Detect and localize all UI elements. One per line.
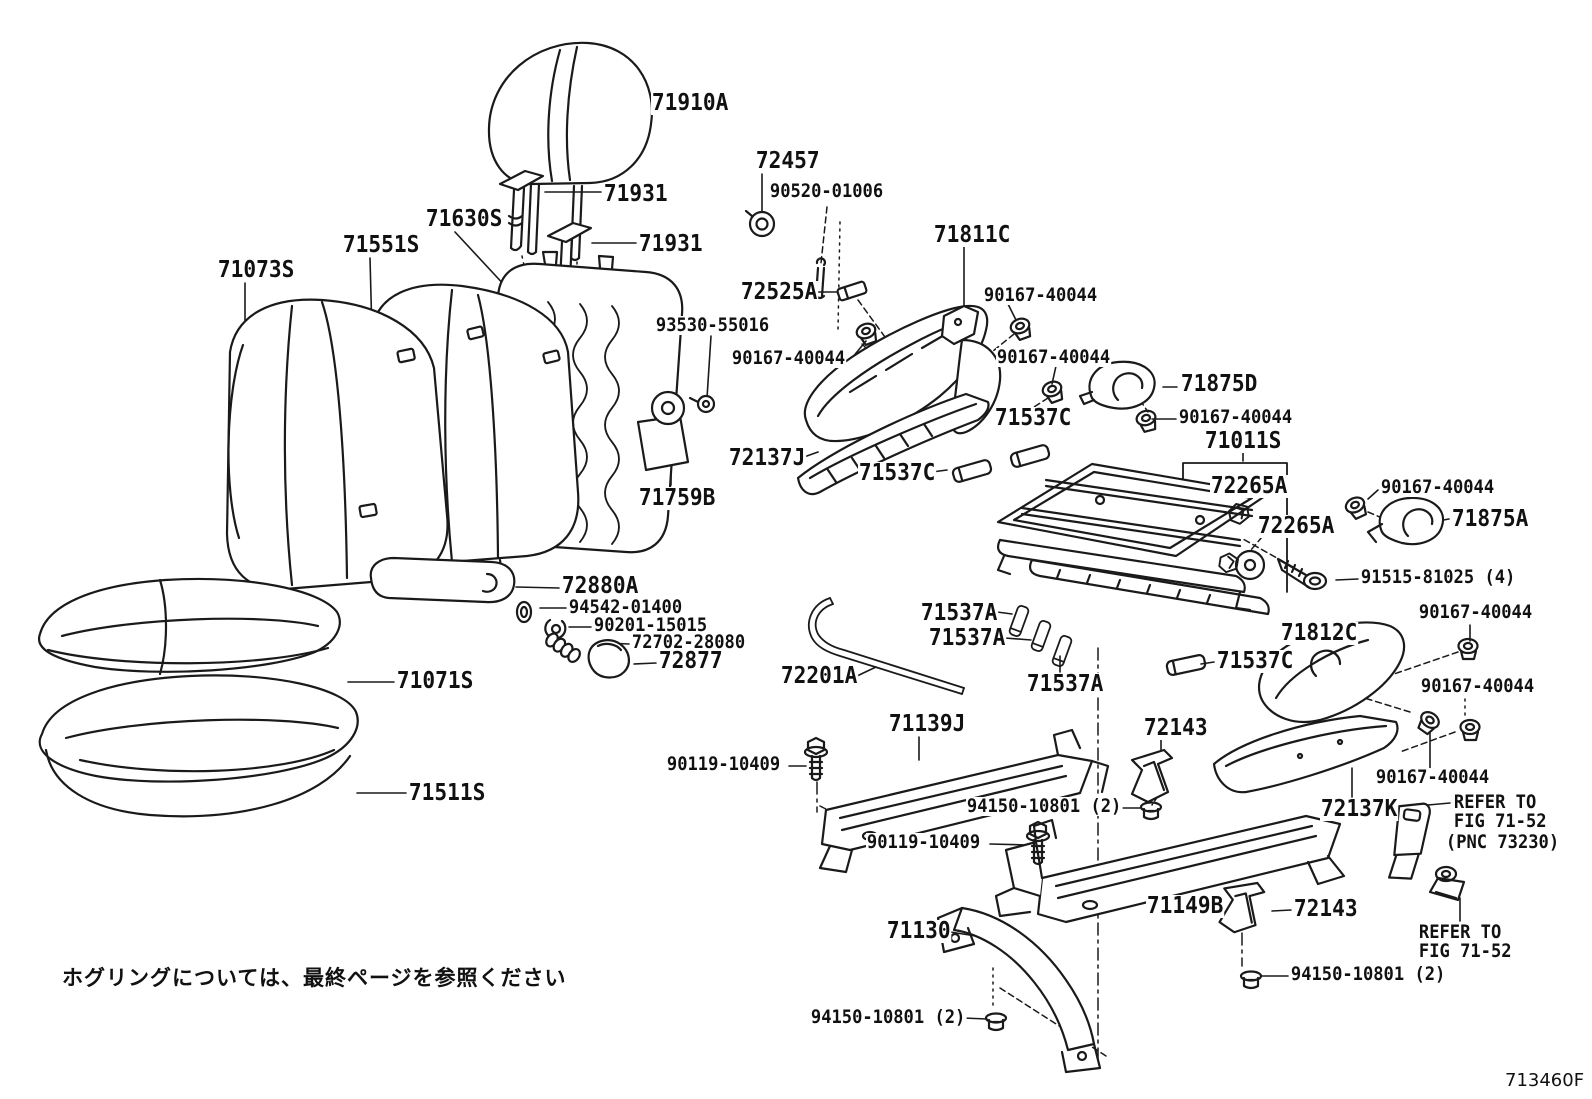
part-label: 72702-28080 [631,631,747,653]
hinge-cap-drawing [1078,360,1445,546]
torsion-bar-drawing [808,597,965,695]
belt-buckle-drawing [1388,802,1466,902]
part-label: 90167-40044 [1418,601,1534,623]
part-label: 72265A [1210,473,1289,499]
crossmember-drawing [936,906,1102,1074]
part-label: 90167-40044 [1178,406,1294,428]
part-label: 71812C [1280,620,1359,646]
part-label: 90167-40044 [983,284,1099,306]
seat-adjuster-drawing [996,462,1270,616]
part-label: FIG 71-52 [1418,940,1513,962]
part-label: 93530-55016 [655,314,771,336]
part-label: 90520-01006 [769,180,885,202]
figure-code: 713460F [1505,1070,1585,1091]
part-label: 90167-40044 [996,346,1112,368]
armrest-drawing [369,556,630,679]
hog-ring-footnote: ホグリングについては、最終ページを参照ください [62,966,567,990]
part-label: 71537A [920,600,999,626]
part-label: 72457 [755,148,821,174]
part-label: 71759B [638,485,717,511]
part-label: 90201-15015 [593,614,709,636]
part-label: 71811C [933,222,1012,248]
part-label: 72525A [740,279,819,305]
part-label: 94150-10801 (2) [966,795,1123,817]
part-label: 71537C [1216,648,1295,674]
part-label: 72137K [1320,796,1399,822]
part-label: 71875D [1180,371,1259,397]
rail-inner-drawing [818,728,1110,874]
front-cover-drawing [1212,714,1399,794]
bracket-72143-drawing [1130,748,1266,934]
part-label: 91515-81025 (4) [1360,566,1517,588]
centerlines [816,647,1243,1063]
part-label: 71537C [858,460,937,486]
part-label: 90167-40044 [1375,766,1491,788]
part-label: 90167-40044 [1380,476,1496,498]
part-label: 71071S [396,668,475,694]
part-label: 71875A [1451,506,1530,532]
part-label: (PNC 73230) [1445,831,1561,853]
part-label: 71931 [638,231,704,257]
part-label: 71551S [342,232,421,258]
part-label: 90119-10409 [666,753,782,775]
fastener-glyphs [688,280,1481,1032]
part-label: 71630S [425,206,504,232]
part-label: 72137J [728,445,807,471]
part-label: 94150-10801 (2) [1290,963,1447,985]
seat-cushion-drawing [37,577,341,676]
part-label: 72143 [1143,715,1209,741]
part-label: 72877 [658,648,724,674]
part-label: REFER TO [1418,921,1503,943]
seatback-cover-drawing [225,298,449,591]
part-label: 71073S [217,257,296,283]
part-label: 90167-40044 [1420,675,1536,697]
part-label: 72143 [1293,896,1359,922]
part-label: FIG 71-52 [1453,810,1548,832]
part-label: 71139J [888,711,967,737]
part-label: 71931 [603,181,669,207]
seatback-board-drawing [796,392,990,496]
part-label: 71011S [1204,428,1283,454]
part-label: 72880A [561,573,640,599]
part-label: 90119-10409 [866,831,982,853]
part-label: 71537C [994,405,1073,431]
headrest-drawing [487,41,653,262]
part-label: 71537A [928,625,1007,651]
shoulder-bolt-drawing [1276,557,1328,591]
part-label: 71149B [1146,893,1225,919]
part-label: 94542-01400 [568,596,684,618]
part-label: 71511S [408,780,487,806]
part-label: REFER TO [1453,791,1538,813]
seat-cushion-cover-drawing [38,674,359,818]
part-label: 94150-10801 (2) [810,1006,967,1028]
part-label: 71130 [886,918,952,944]
part-label: 72265A [1257,513,1336,539]
part-label: 90167-40044 [731,347,847,369]
part-label: 71537A [1026,671,1105,697]
part-label: 72201A [780,663,859,689]
part-label: 71910A [651,90,730,116]
